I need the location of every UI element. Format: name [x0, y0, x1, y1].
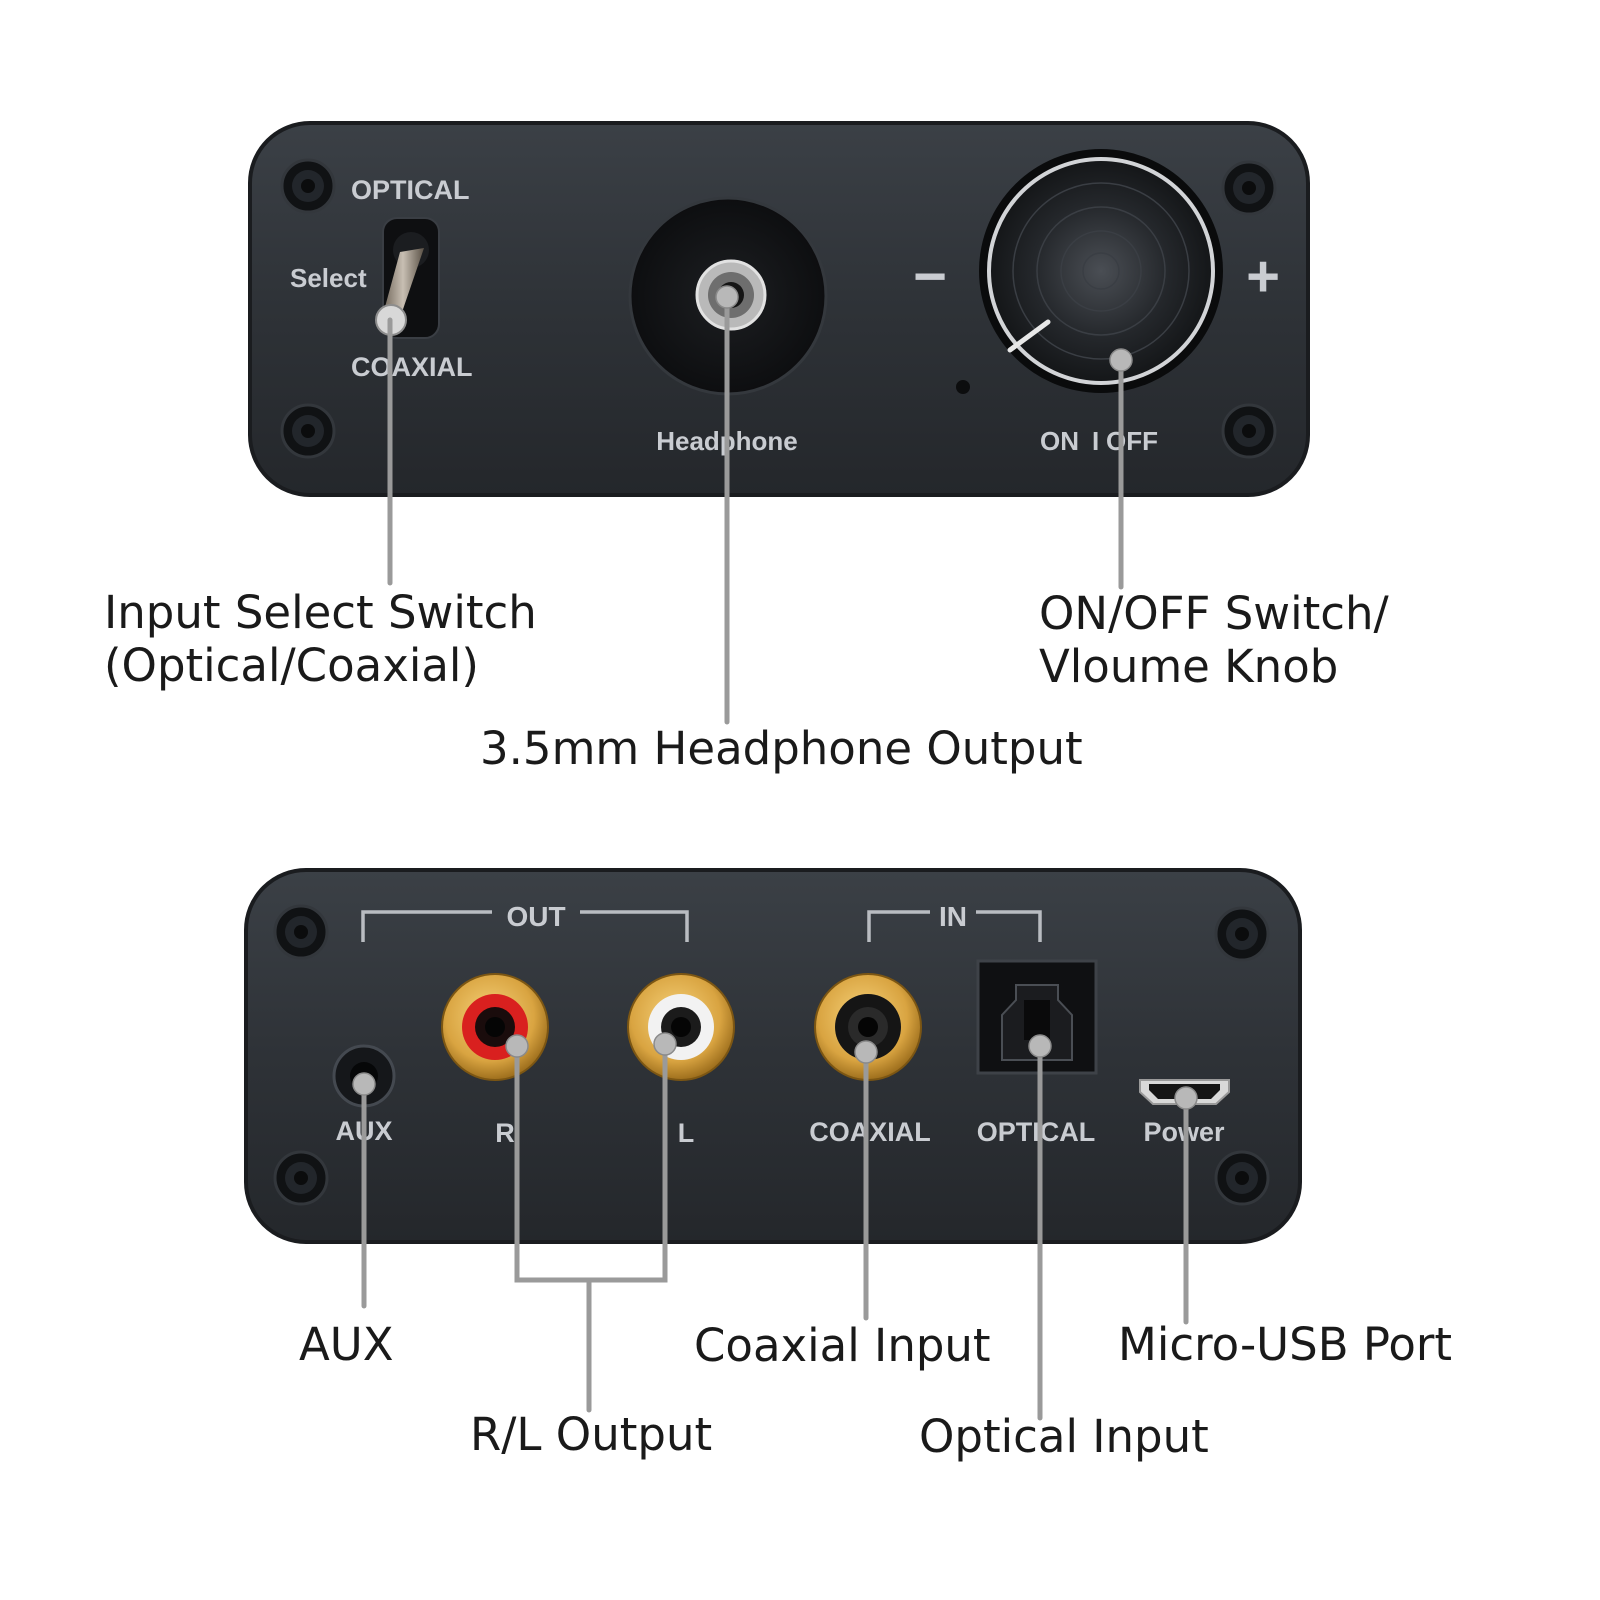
input-select-callout-line1: Input Select Switch	[104, 586, 537, 639]
power-led-icon	[956, 380, 970, 394]
on-label: ON	[1040, 426, 1079, 456]
optical-position-label: OPTICAL	[351, 175, 470, 205]
micro-usb-callout: Micro-USB Port	[1118, 1318, 1452, 1371]
aux-pointer-dot	[352, 1072, 376, 1096]
headphone-output-callout: 3.5mm Headphone Output	[480, 722, 1083, 775]
coaxial-input-callout: Coaxial Input	[694, 1319, 991, 1372]
out-bracket	[361, 910, 689, 942]
onoff-pointer-dot	[1109, 348, 1133, 372]
select-label: Select	[290, 263, 367, 293]
back-screw-bottom-right-icon	[1214, 1150, 1270, 1206]
front-screw-bottom-right-icon	[1221, 403, 1277, 459]
rl-output-callout: R/L Output	[470, 1408, 712, 1461]
front-screw-top-right-icon	[1221, 160, 1277, 216]
r-pointer-dot	[505, 1034, 529, 1058]
optical-input-callout: Optical Input	[919, 1410, 1209, 1463]
rca-coaxial-jack[interactable]	[814, 973, 922, 1081]
coaxial-input-label: COAXIAL	[809, 1117, 931, 1147]
back-screw-bottom-left-icon	[273, 1150, 329, 1206]
on-off-divider: I	[1092, 426, 1099, 456]
front-screw-top-left-icon	[280, 158, 336, 214]
r-label: R	[495, 1118, 515, 1148]
l-label: L	[678, 1118, 695, 1148]
back-leader-lines	[352, 1032, 1198, 1421]
rca-right-jack[interactable]	[441, 973, 549, 1081]
coaxial-pointer-dot	[854, 1040, 878, 1064]
front-screw-bottom-left-icon	[280, 403, 336, 459]
optical-input-label: OPTICAL	[977, 1117, 1096, 1147]
front-leader-lines	[387, 285, 1133, 725]
onoff-callout-line1: ON/OFF Switch/	[1039, 587, 1390, 640]
off-label: OFF	[1106, 426, 1158, 456]
out-label: OUT	[506, 901, 565, 932]
aux-callout: AUX	[299, 1318, 394, 1371]
l-pointer-dot	[653, 1032, 677, 1056]
in-label: IN	[939, 901, 967, 932]
back-screw-top-left-icon	[273, 904, 329, 960]
input-select-switch[interactable]	[375, 217, 440, 339]
front-panel: OPTICAL Select COAXIAL Headphone − +	[248, 121, 1310, 497]
volume-minus-label: −	[913, 244, 947, 309]
onoff-callout-line2: Vloume Knob	[1039, 640, 1338, 693]
input-select-callout-line2: (Optical/Coaxial)	[104, 639, 479, 692]
volume-knob[interactable]	[979, 149, 1223, 393]
volume-plus-label: +	[1246, 244, 1280, 309]
micro-usb-pointer-dot	[1174, 1086, 1198, 1110]
in-bracket	[867, 910, 1042, 942]
rca-left-jack[interactable]	[627, 973, 735, 1081]
back-panel: OUT IN AUX R L	[244, 868, 1302, 1244]
back-screw-top-right-icon	[1214, 906, 1270, 962]
coaxial-position-label: COAXIAL	[351, 352, 473, 382]
headphone-pointer-dot	[715, 285, 739, 309]
optical-pointer-dot	[1028, 1034, 1052, 1058]
